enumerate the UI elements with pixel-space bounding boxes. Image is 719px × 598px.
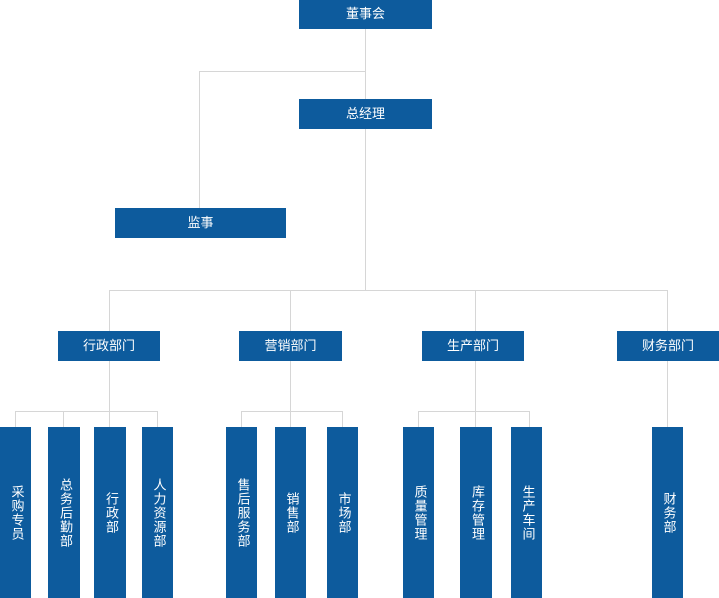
node-fin-finance-label: 财务部 — [660, 491, 676, 534]
node-admin-hr: 人力资源部 — [142, 427, 173, 598]
node-dept-sales: 营销部门 — [239, 331, 342, 361]
node-sales-market: 市场部 — [327, 427, 358, 598]
node-sales-aftersales: 售后服务部 — [226, 427, 257, 598]
node-fin-finance: 财务部 — [652, 427, 683, 598]
node-board: 董事会 — [299, 0, 432, 29]
node-prod-quality-label: 质量管理 — [411, 484, 427, 541]
node-supervisor-label: 监事 — [187, 215, 214, 231]
node-prod-workshop: 生产车间 — [511, 427, 542, 598]
node-dept-admin-label: 行政部门 — [82, 338, 135, 354]
node-admin-logistics: 总务后勤部 — [48, 427, 80, 598]
node-sales-sales-label: 销售部 — [283, 491, 299, 534]
node-admin-office-label: 行政部 — [103, 491, 118, 534]
node-prod-workshop-label: 生产车间 — [519, 484, 535, 541]
node-dept-admin: 行政部门 — [58, 331, 160, 361]
node-admin-purchasing-label: 采购专员 — [8, 484, 24, 541]
node-dept-production-label: 生产部门 — [446, 338, 499, 354]
node-admin-hr-label: 人力资源部 — [150, 477, 166, 548]
node-dept-finance-label: 财务部门 — [641, 338, 694, 354]
node-general-manager: 总经理 — [299, 99, 432, 129]
node-prod-quality: 质量管理 — [403, 427, 434, 598]
node-dept-production: 生产部门 — [422, 331, 524, 361]
node-admin-logistics-label: 总务后勤部 — [57, 477, 72, 548]
node-prod-inventory: 库存管理 — [460, 427, 492, 598]
node-admin-purchasing: 采购专员 — [0, 427, 31, 598]
node-board-label: 董事会 — [345, 7, 385, 22]
node-sales-sales: 销售部 — [275, 427, 306, 598]
node-supervisor: 监事 — [115, 208, 286, 238]
node-admin-office: 行政部 — [94, 427, 126, 598]
node-sales-market-label: 市场部 — [335, 491, 351, 534]
node-sales-aftersales-label: 售后服务部 — [234, 477, 250, 548]
node-dept-sales-label: 营销部门 — [264, 338, 317, 354]
node-gm-label: 总经理 — [345, 106, 385, 122]
node-prod-inventory-label: 库存管理 — [469, 484, 484, 541]
node-dept-finance: 财务部门 — [617, 331, 719, 361]
